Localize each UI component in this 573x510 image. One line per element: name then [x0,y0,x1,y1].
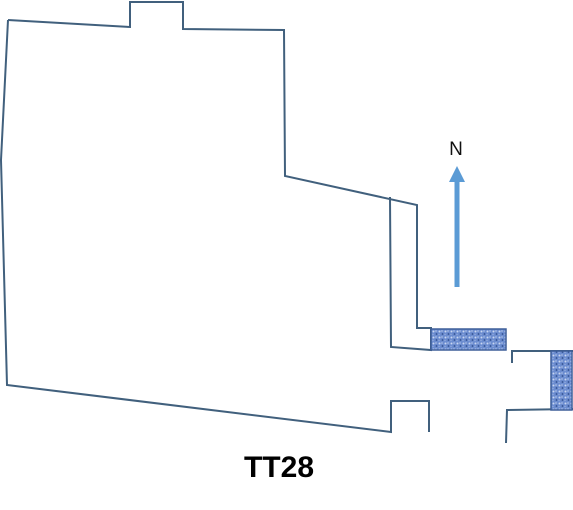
left-and-bottom-wall [0,19,430,434]
north-label: N [449,139,463,160]
hatched-block-vertical [550,350,573,411]
plan-title: TT28 [244,451,314,484]
right-room-lower-wall [505,408,573,444]
north-arrowhead-icon [449,166,465,182]
hatched-block-horizontal [430,328,507,351]
main-chamber-wall [7,1,432,352]
north-arrow: N [449,139,465,287]
